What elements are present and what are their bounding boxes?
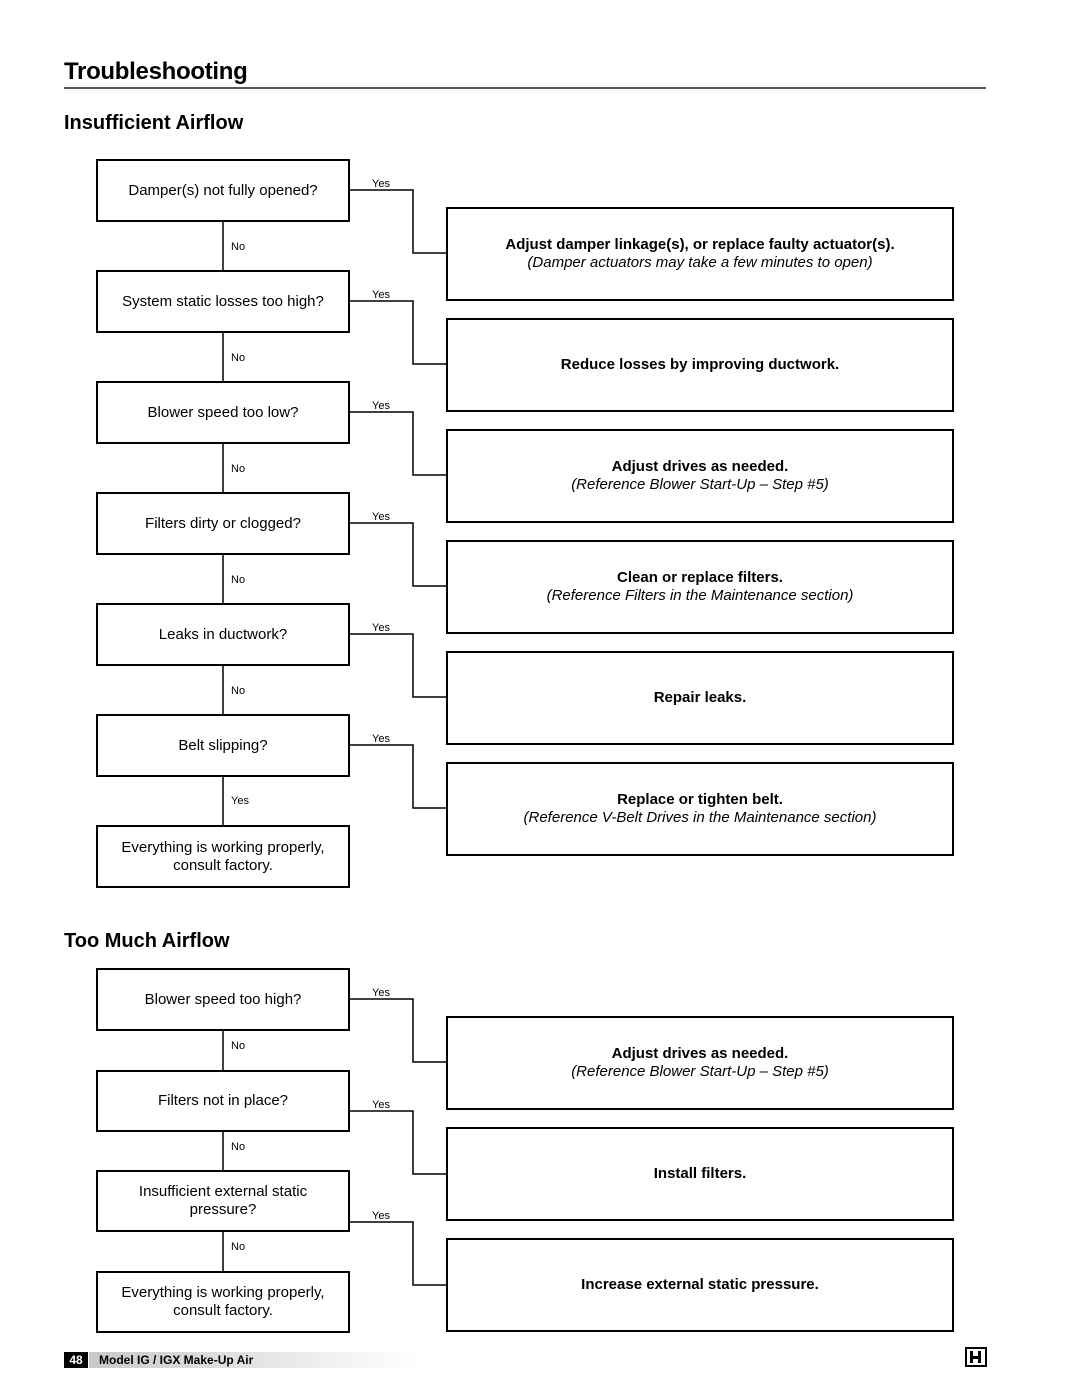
yes-label: Yes bbox=[372, 511, 390, 523]
question-text: Blower speed too low? bbox=[147, 403, 299, 421]
action-text: Clean or replace filters. bbox=[617, 569, 783, 586]
action-box: Clean or replace filters. (Reference Fil… bbox=[446, 540, 954, 634]
end-text-line: consult factory. bbox=[173, 1302, 273, 1319]
no-label: No bbox=[231, 241, 246, 253]
question-text: Insufficient external static pressure? bbox=[138, 1183, 308, 1218]
action-box: Increase external static pressure. bbox=[446, 1238, 954, 1332]
action-text: Adjust drives as needed. bbox=[611, 458, 789, 475]
greenheck-logo-icon bbox=[965, 1347, 987, 1372]
no-label: No bbox=[231, 463, 246, 475]
question-text: Filters not in place? bbox=[157, 1092, 289, 1109]
question-box: Blower speed too low? bbox=[96, 381, 350, 444]
page-title: Troubleshooting bbox=[64, 58, 248, 85]
end-text-line: consult factory. bbox=[173, 856, 273, 874]
no-label: No bbox=[231, 352, 246, 364]
footer-model-text: Model IG / IGX Make-Up Air bbox=[99, 1353, 254, 1367]
action-text: Adjust damper linkage(s), or replace fau… bbox=[505, 236, 895, 253]
action-text: Adjust drives as needed. bbox=[611, 1045, 789, 1062]
title-divider bbox=[64, 87, 986, 89]
action-box: Adjust damper linkage(s), or replace fau… bbox=[446, 207, 954, 301]
question-box: Damper(s) not fully opened? bbox=[96, 159, 350, 222]
section-title-insufficient-airflow: Insufficient Airflow bbox=[64, 112, 244, 134]
end-box: Everything is working properly, consult … bbox=[96, 825, 350, 888]
yes-label: Yes bbox=[372, 733, 390, 745]
action-box: Adjust drives as needed. (Reference Blow… bbox=[446, 429, 954, 523]
no-label: No bbox=[231, 1241, 246, 1253]
action-reference: (Damper actuators may take a few minutes… bbox=[527, 254, 873, 271]
section-title-too-much-airflow: Too Much Airflow bbox=[64, 930, 230, 952]
yes-label: Yes bbox=[372, 178, 390, 190]
action-box: Repair leaks. bbox=[446, 651, 954, 745]
question-box: Blower speed too high? bbox=[96, 968, 350, 1031]
question-text: Leaks in ductwork? bbox=[158, 625, 288, 643]
action-text: Repair leaks. bbox=[653, 689, 747, 706]
yes-label: Yes bbox=[372, 400, 390, 412]
action-text: Replace or tighten belt. bbox=[617, 791, 783, 808]
yes-label: Yes bbox=[231, 795, 249, 807]
question-box: Belt slipping? bbox=[96, 714, 350, 777]
action-reference: (Reference V-Belt Drives in the Maintena… bbox=[523, 809, 877, 826]
yes-label: Yes bbox=[372, 987, 390, 999]
question-text: Filters dirty or clogged? bbox=[145, 514, 301, 532]
question-box: System static losses too high? bbox=[96, 270, 350, 333]
action-reference: (Reference Blower Start-Up – Step #5) bbox=[571, 476, 829, 493]
no-label: No bbox=[231, 1040, 246, 1052]
end-text-line: Everything is working properly, bbox=[121, 1284, 325, 1301]
action-box: Replace or tighten belt. (Reference V-Be… bbox=[446, 762, 954, 856]
yes-label: Yes bbox=[372, 289, 390, 301]
question-box: Filters dirty or clogged? bbox=[96, 492, 350, 555]
action-text: Install filters. bbox=[653, 1165, 747, 1182]
action-box: Reduce losses by improving ductwork. bbox=[446, 318, 954, 412]
no-label: No bbox=[231, 1141, 246, 1153]
no-label: No bbox=[231, 574, 246, 586]
question-box: Filters not in place? bbox=[96, 1070, 350, 1132]
end-text-line: Everything is working properly, bbox=[121, 838, 325, 856]
yes-label: Yes bbox=[372, 1099, 390, 1111]
action-reference: (Reference Blower Start-Up – Step #5) bbox=[571, 1063, 829, 1080]
end-box: Everything is working properly, consult … bbox=[96, 1271, 350, 1333]
no-label: No bbox=[231, 685, 246, 697]
action-box: Install filters. bbox=[446, 1127, 954, 1221]
question-box: Leaks in ductwork? bbox=[96, 603, 350, 666]
question-box: Insufficient external static pressure? bbox=[96, 1170, 350, 1232]
action-text: Increase external static pressure. bbox=[581, 1276, 819, 1293]
question-text: Belt slipping? bbox=[178, 736, 268, 754]
question-text: System static losses too high? bbox=[122, 292, 324, 310]
page-number: 48 bbox=[64, 1352, 88, 1368]
question-text: Damper(s) not fully opened? bbox=[128, 181, 318, 199]
footer-bar bbox=[89, 1352, 420, 1368]
question-text: Blower speed too high? bbox=[144, 990, 302, 1008]
action-reference: (Reference Filters in the Maintenance se… bbox=[546, 587, 854, 604]
yes-label: Yes bbox=[372, 1210, 390, 1222]
action-box: Adjust drives as needed. (Reference Blow… bbox=[446, 1016, 954, 1110]
action-text: Reduce losses by improving ductwork. bbox=[560, 356, 840, 373]
yes-label: Yes bbox=[372, 622, 390, 634]
